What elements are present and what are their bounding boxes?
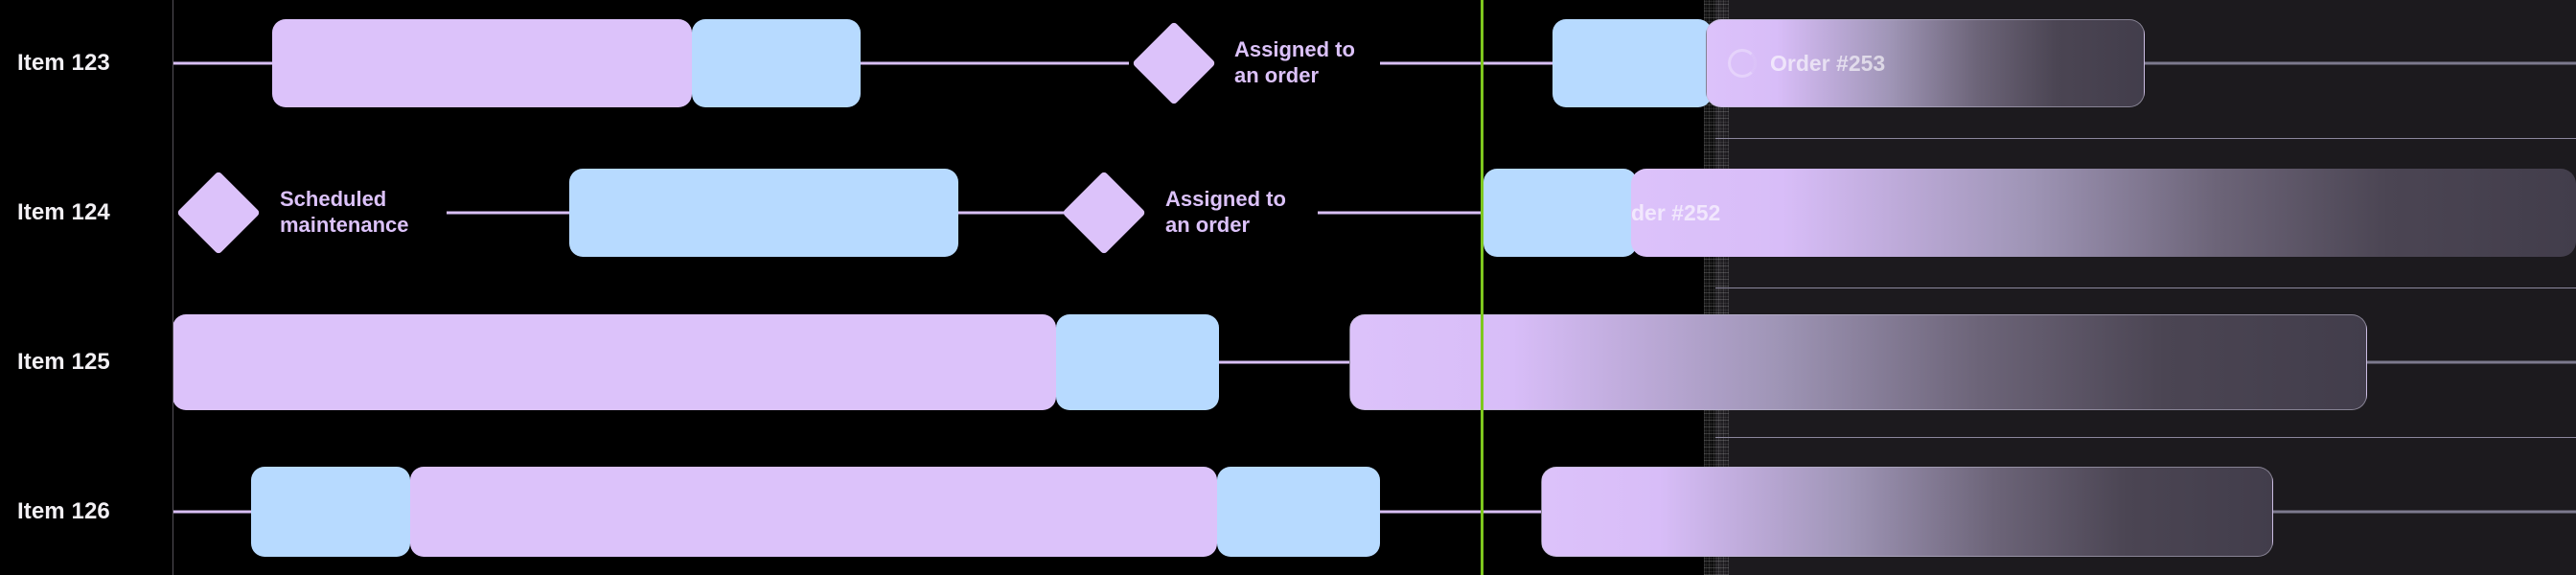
connector-line (447, 211, 569, 215)
sidebar-item-item-126[interactable]: Item 126 (17, 498, 110, 524)
connector-line (1380, 61, 1562, 65)
connector-line (861, 61, 1129, 65)
connector-line (172, 61, 272, 65)
timeline-order-bar[interactable] (1541, 467, 2273, 557)
milestone-diamond[interactable] (1132, 21, 1216, 105)
timeline-task-bar[interactable] (172, 314, 1056, 410)
timeline-order-bar[interactable]: Order #253 (1706, 19, 2145, 107)
milestone-label: Assigned to an order (1234, 37, 1355, 87)
timeline-task-bar[interactable] (1484, 169, 1637, 257)
timeline-task-bar[interactable] (1056, 314, 1219, 410)
milestone-diamond[interactable] (1062, 171, 1146, 255)
bar-label: Order #253 (1770, 50, 1886, 76)
timeline-task-bar[interactable] (1552, 19, 1712, 107)
connector-line (172, 510, 251, 514)
milestone-label: Assigned to an order (1165, 187, 1286, 237)
timeline-task-bar[interactable] (692, 19, 861, 107)
bar-label: der #252 (1631, 199, 1721, 225)
connector-line (2273, 510, 2576, 514)
connector-line (1318, 211, 1490, 215)
order-status-icon (1728, 49, 1757, 78)
timeline-task-bar[interactable] (569, 169, 958, 257)
sidebar-item-item-123[interactable]: Item 123 (17, 50, 110, 76)
timeline-order-bar[interactable]: der #252 (1631, 169, 2576, 257)
timeline-task-bar[interactable] (1217, 467, 1380, 557)
sidebar-item-item-125[interactable]: Item 125 (17, 349, 110, 375)
timeline-task-bar[interactable] (251, 467, 410, 557)
row-divider (1715, 437, 2576, 438)
connector-line (1219, 360, 1349, 364)
timeline-order-bar[interactable] (1349, 314, 2367, 410)
row-divider (1715, 138, 2576, 139)
timeline-task-bar[interactable] (410, 467, 1217, 557)
current-time-line[interactable] (1481, 0, 1484, 575)
sidebar-item-item-124[interactable]: Item 124 (17, 199, 110, 225)
timeline-task-bar[interactable] (272, 19, 692, 107)
connector-line (2145, 61, 2576, 65)
connector-line (958, 211, 1131, 215)
sidebar-divider (172, 0, 173, 575)
connector-line (2358, 360, 2576, 364)
milestone-diamond[interactable] (176, 171, 261, 255)
connector-line (1380, 510, 1541, 514)
milestone-label: Scheduled maintenance (280, 187, 409, 237)
